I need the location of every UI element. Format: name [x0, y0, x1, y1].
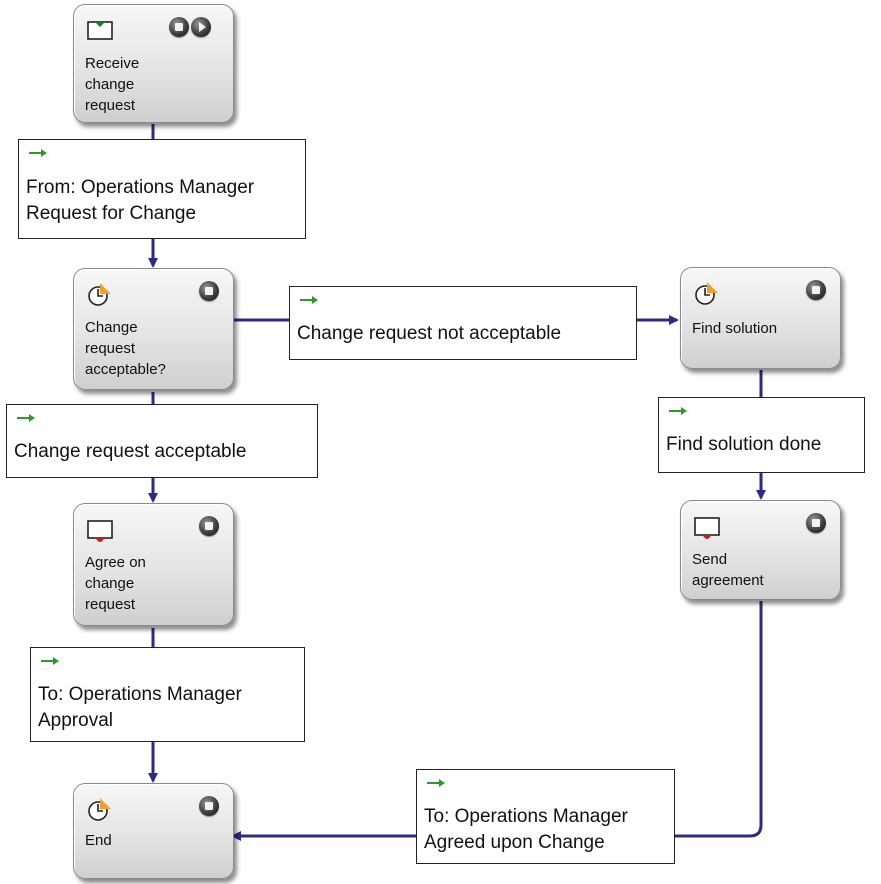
play-control-icon[interactable] — [191, 17, 211, 37]
link-label-not-acceptable[interactable]: Change request not acceptable — [289, 286, 637, 360]
link-label-text: Change request acceptable — [14, 441, 247, 462]
stop-control-icon[interactable] — [199, 796, 219, 816]
node-send-agreement[interactable]: Send agreement — [680, 500, 841, 600]
connector-send-agreement-to-end — [231, 601, 763, 841]
green-arrow-icon — [29, 149, 47, 157]
link-label-text: To: Operations Manager Approval — [38, 684, 242, 731]
send-message-icon — [694, 517, 720, 539]
link-label-agreed-to[interactable]: To: Operations Manager Agreed upon Chang… — [416, 769, 675, 864]
stop-control-icon[interactable] — [199, 516, 219, 536]
clock-task-icon — [88, 283, 111, 306]
clock-task-icon — [695, 282, 718, 305]
stop-control-icon[interactable] — [199, 281, 219, 301]
node-label: Find solution — [692, 320, 778, 337]
node-label: Change request acceptable? — [85, 319, 166, 378]
send-message-icon — [87, 520, 113, 542]
link-label-text: From: Operations Manager Request for Cha… — [26, 177, 255, 224]
node-label: Receive change request — [85, 55, 140, 114]
node-end[interactable]: End — [73, 783, 234, 879]
node-change-request-acceptable[interactable]: Change request acceptable? — [73, 268, 234, 390]
clock-task-icon — [88, 798, 111, 821]
receive-message-icon — [87, 21, 113, 40]
link-label-acceptable[interactable]: Change request acceptable — [6, 404, 318, 478]
link-label-text: Change request not acceptable — [297, 323, 562, 344]
green-arrow-icon — [427, 779, 445, 787]
link-label-request-from[interactable]: From: Operations Manager Request for Cha… — [18, 139, 306, 239]
node-agree-on-change-request[interactable]: Agree on change request — [73, 503, 234, 626]
link-label-solution-done[interactable]: Find solution done — [658, 397, 865, 473]
green-arrow-icon — [17, 414, 35, 422]
node-find-solution[interactable]: Find solution — [680, 267, 841, 369]
link-label-text: Find solution done — [666, 434, 822, 455]
green-arrow-icon — [669, 407, 687, 415]
stop-control-icon[interactable] — [806, 280, 826, 300]
green-arrow-icon — [41, 657, 59, 665]
link-label-approval-to[interactable]: To: Operations Manager Approval — [30, 647, 305, 742]
node-label: Send agreement — [692, 551, 764, 589]
stop-control-icon[interactable] — [169, 17, 189, 37]
link-label-text: To: Operations Manager Agreed upon Chang… — [424, 806, 628, 853]
node-receive-change-request[interactable]: Receive change request — [73, 4, 234, 123]
stop-control-icon[interactable] — [806, 513, 826, 533]
node-label: End — [85, 832, 112, 849]
node-label: Agree on change request — [85, 554, 146, 613]
green-arrow-icon — [300, 296, 318, 304]
